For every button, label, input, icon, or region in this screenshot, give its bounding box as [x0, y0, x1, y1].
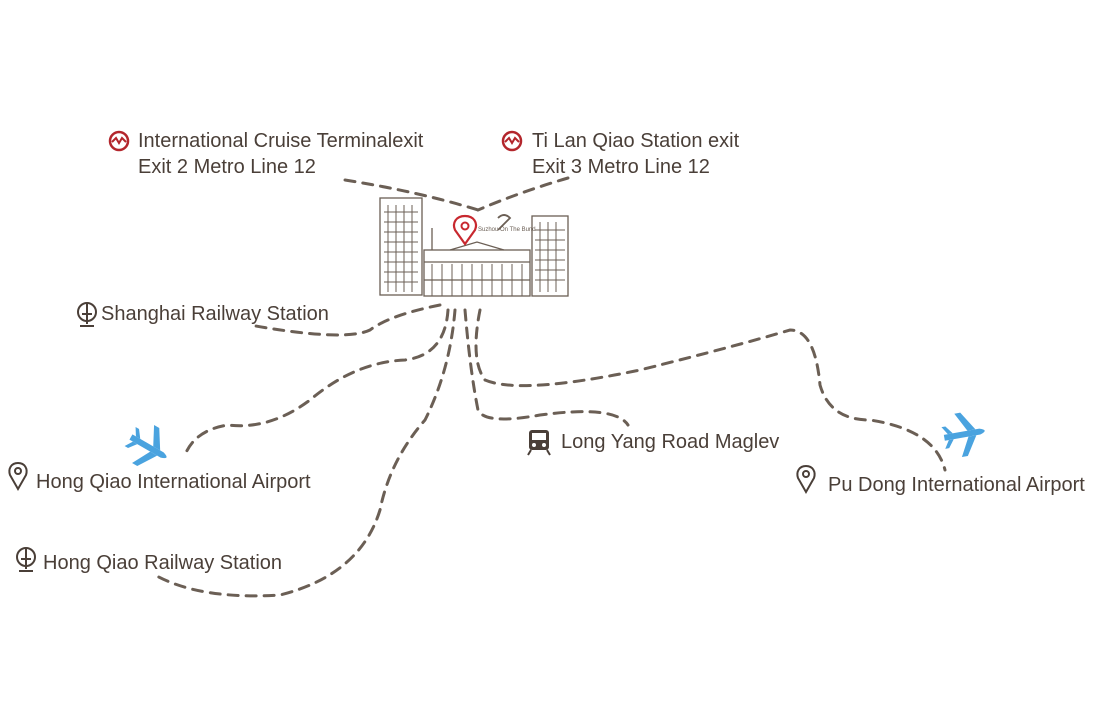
longyang-maglev-label: Long Yang Road Maglev [561, 431, 780, 453]
tilanqiao-line2: Exit 3 Metro Line 12 [532, 156, 710, 178]
hongqiao-railway-label: Hong Qiao Railway Station [43, 552, 283, 574]
route-hongqiao-railway [153, 308, 457, 598]
route-shanghai-railway [248, 303, 442, 337]
cruise-terminal-line2: Exit 2 Metro Line 12 [138, 156, 316, 178]
hotel-logo-text: Suzhou On The Bund [478, 227, 536, 233]
hongqiao-airport-label: Hong Qiao International Airport [36, 471, 311, 493]
route-longyang-maglev [463, 308, 630, 427]
route-cruise-terminal [343, 178, 480, 212]
railway-icon [16, 547, 36, 572]
hotel-building-illustration [379, 197, 569, 297]
route-pudong-airport [474, 308, 947, 472]
hotel-location-pin-icon [452, 214, 478, 246]
metro-icon [501, 130, 523, 152]
cruise-terminal-label: International Cruise Terminalexit Exit 2… [138, 128, 423, 180]
metro-icon [108, 130, 130, 152]
airplane-icon [941, 412, 985, 458]
route-hongqiao-airport [183, 308, 450, 457]
location-pin-icon [796, 464, 816, 495]
tilanqiao-line1: Ti Lan Qiao Station exit [532, 130, 740, 152]
pudong-airport-label: Pu Dong International Airport [828, 474, 1085, 496]
cruise-terminal-line1: International Cruise Terminalexit [138, 130, 424, 152]
route-lines [153, 176, 947, 598]
tilanqiao-label: Ti Lan Qiao Station exit Exit 3 Metro Li… [532, 128, 739, 180]
route-tilanqiao [476, 176, 570, 212]
airplane-icon [124, 424, 167, 467]
train-icon [527, 430, 551, 456]
location-pin-icon [8, 461, 28, 492]
hotel-logo-icon [497, 214, 512, 231]
shanghai-railway-label: Shanghai Railway Station [101, 303, 329, 325]
railway-icon [77, 302, 97, 327]
